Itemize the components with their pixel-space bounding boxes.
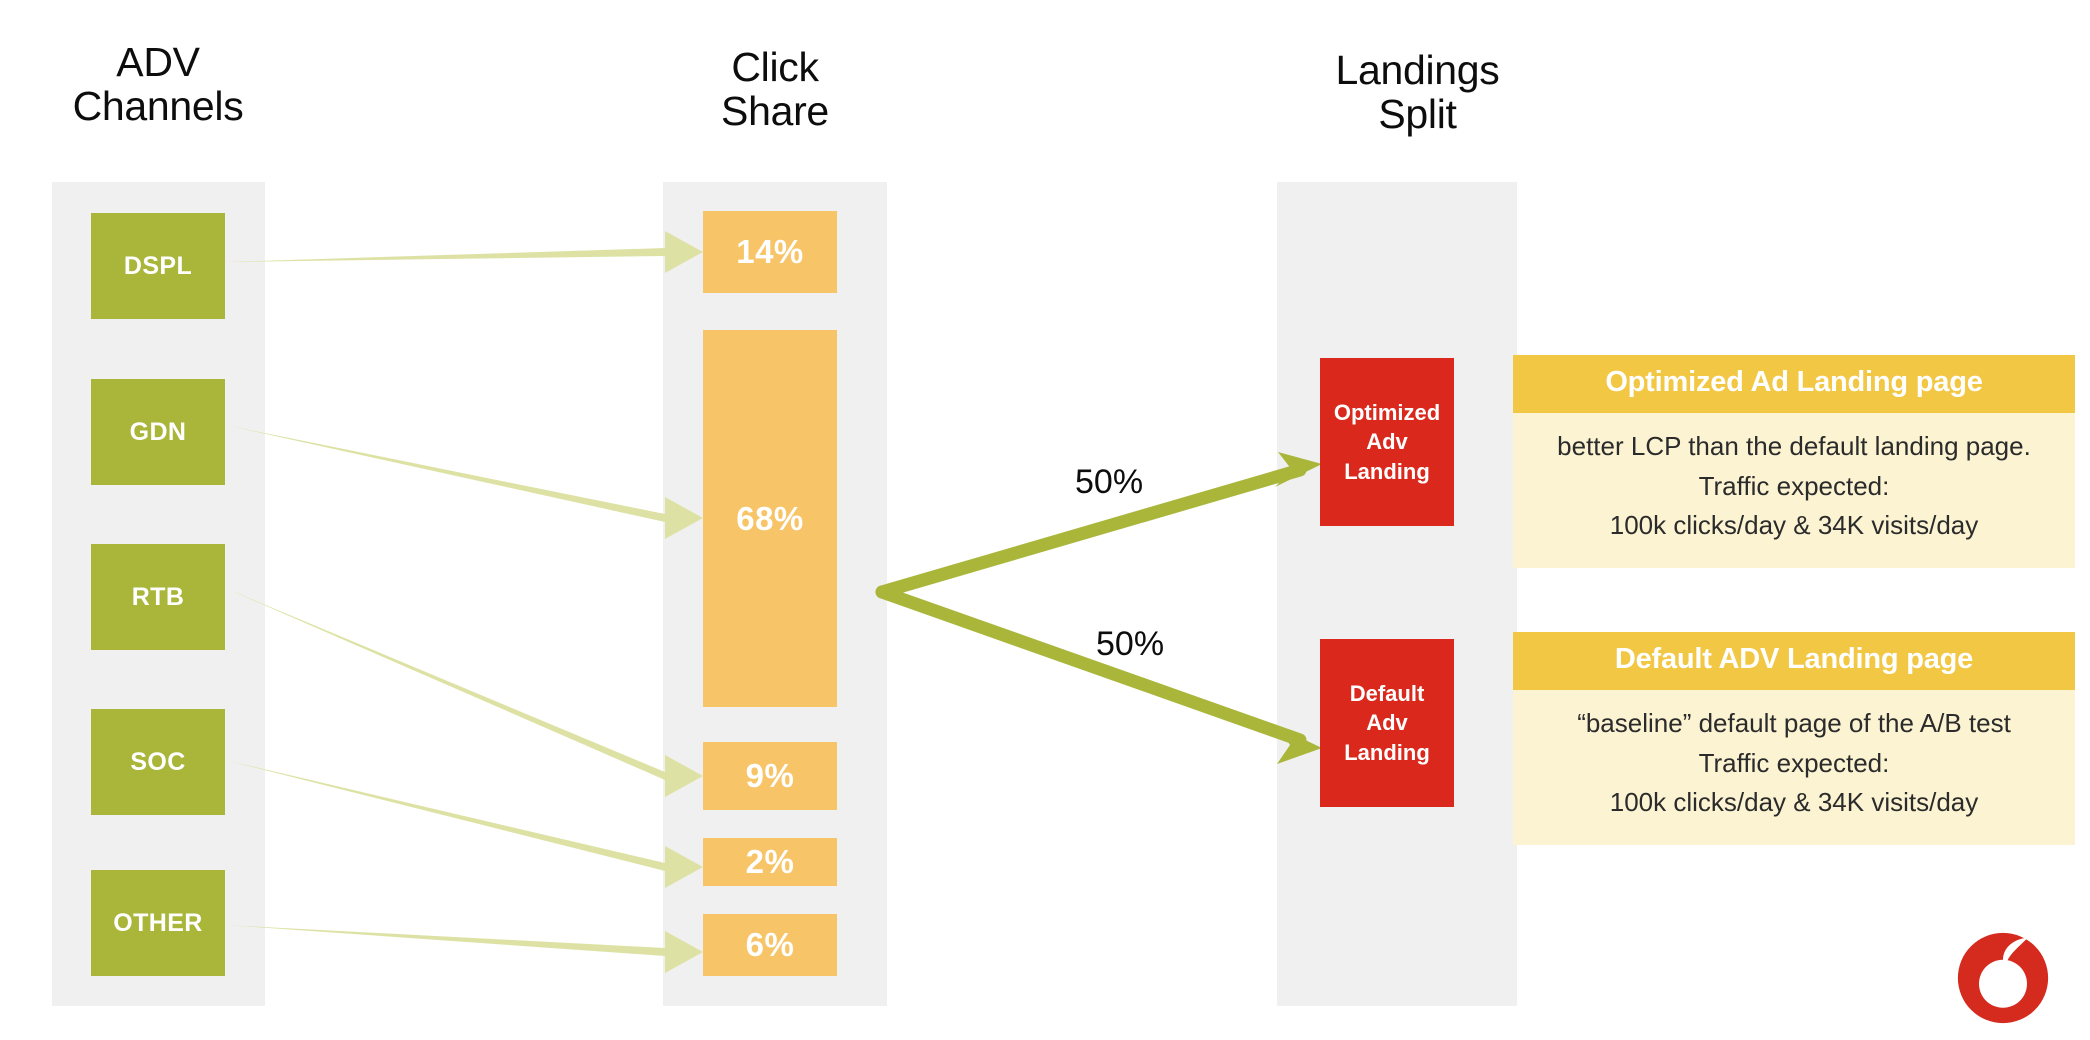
click-share-box-9[interactable]: 9%: [703, 742, 837, 810]
split-label-default: 50%: [1096, 625, 1165, 663]
link-other-to-6: [225, 925, 703, 973]
fork-arrow-to-default: [875, 585, 1322, 764]
channel-label-gdn: GDN: [129, 417, 187, 446]
link-soc-to-2: [225, 760, 703, 888]
click-share-box-6[interactable]: 6%: [703, 914, 837, 976]
link-rtb-to-9: [225, 588, 703, 797]
click-share-box-14[interactable]: 14%: [703, 211, 837, 293]
column-title-click-share: Click Share: [721, 44, 829, 135]
click-share-value-14: 14%: [736, 233, 804, 270]
click-share-value-6: 6%: [745, 926, 795, 963]
channel-label-other: OTHER: [113, 908, 203, 937]
click-share-value-68: 68%: [736, 499, 804, 537]
landing-label-default: Default Adv Landing: [1344, 681, 1430, 765]
vodafone-logo: [1957, 932, 2049, 1024]
column-title-adv-channels: ADV Channels: [72, 39, 244, 130]
column-title-landings-split: Landings Split: [1335, 47, 1500, 138]
click-share-value-2: 2%: [745, 843, 795, 880]
channel-label-dspl: DSPL: [123, 251, 193, 280]
info-card-optimized: Optimized Ad Landing page better LCP tha…: [1513, 355, 2075, 568]
click-share-box-2[interactable]: 2%: [703, 838, 837, 886]
band-landings-split: [1277, 182, 1517, 1006]
info-card-default-title: Default ADV Landing page: [1513, 632, 2075, 690]
channel-box-rtb[interactable]: RTB: [91, 544, 225, 650]
link-gdn-to-68: [225, 425, 703, 539]
click-share-box-68[interactable]: 68%: [703, 330, 837, 707]
landing-label-optimized: Optimized Adv Landing: [1333, 400, 1441, 484]
channel-box-dspl[interactable]: DSPL: [91, 213, 225, 319]
split-label-optimized: 50%: [1075, 463, 1144, 501]
info-card-optimized-title: Optimized Ad Landing page: [1513, 355, 2075, 413]
landing-box-default[interactable]: Default Adv Landing: [1320, 639, 1454, 807]
channel-box-other[interactable]: OTHER: [91, 870, 225, 976]
click-share-value-9: 9%: [745, 757, 795, 794]
link-dspl-to-14: [225, 231, 703, 273]
channel-label-soc: SOC: [130, 747, 186, 776]
info-card-optimized-body: better LCP than the default landing page…: [1513, 413, 2075, 568]
info-card-default-body: “baseline” default page of the A/B test …: [1513, 690, 2075, 845]
channel-box-gdn[interactable]: GDN: [91, 379, 225, 485]
channel-box-soc[interactable]: SOC: [91, 709, 225, 815]
landing-box-optimized[interactable]: Optimized Adv Landing: [1320, 358, 1454, 526]
channel-label-rtb: RTB: [131, 582, 185, 611]
info-card-default: Default ADV Landing page “baseline” defa…: [1513, 632, 2075, 845]
